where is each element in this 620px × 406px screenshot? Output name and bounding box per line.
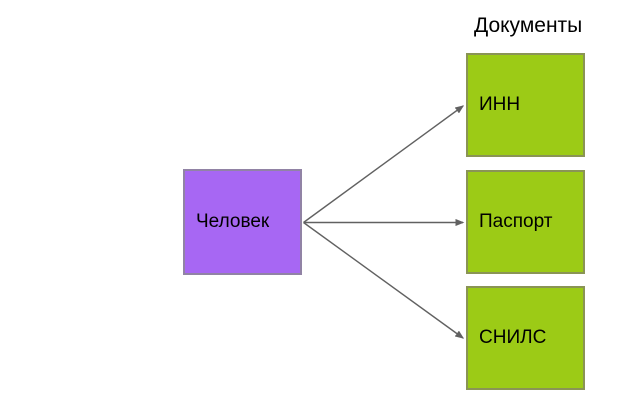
node-person[interactable]: Человек [183,169,302,275]
node-inn-label: ИНН [479,94,521,115]
documents-group-title: Документы [474,14,583,37]
node-snils-label: СНИЛС [479,327,547,348]
node-passport[interactable]: Паспорт [466,170,585,274]
arrow-person-to-inn [303,105,465,224]
arrow-person-to-snils [303,221,465,339]
node-passport-label: Паспорт [479,211,553,232]
node-person-label: Человек [196,211,270,232]
node-snils[interactable]: СНИЛС [466,286,585,390]
node-inn[interactable]: ИНН [466,53,585,157]
